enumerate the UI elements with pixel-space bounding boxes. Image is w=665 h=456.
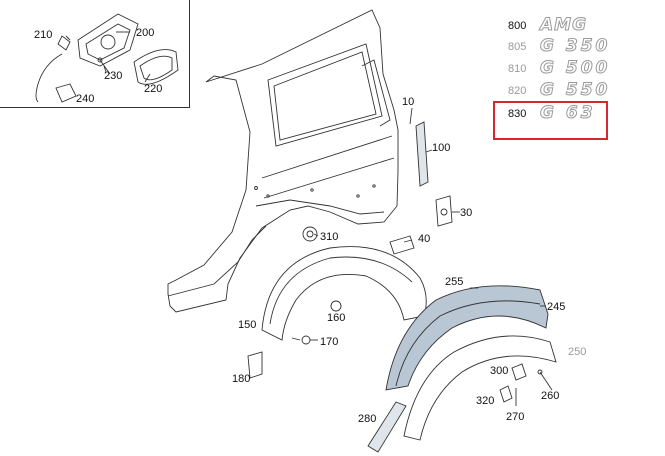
callout-320: 320 bbox=[476, 395, 495, 407]
wheel-arch-liner bbox=[261, 246, 427, 341]
callout-100: 100 bbox=[432, 142, 451, 154]
badge-lettering: AMG bbox=[539, 15, 588, 35]
callout-280: 280 bbox=[358, 413, 377, 425]
fastener-260 bbox=[537, 369, 553, 391]
seal-strip bbox=[415, 121, 429, 187]
badge-number: 805 bbox=[508, 40, 527, 53]
badge-row-805: 805 G 350 bbox=[508, 36, 611, 56]
badge-number: 800 bbox=[508, 19, 527, 32]
badge-row-830: 830 G 63 bbox=[508, 103, 596, 123]
callout-150: 150 bbox=[238, 319, 257, 331]
callout-255: 255 bbox=[445, 276, 464, 288]
callout-40: 40 bbox=[418, 233, 431, 245]
badge-lettering: G 350 bbox=[539, 36, 611, 56]
bracket-180 bbox=[247, 351, 263, 379]
clip-310 bbox=[302, 226, 318, 242]
callout-300: 300 bbox=[490, 365, 509, 377]
callout-220: 220 bbox=[144, 83, 163, 95]
badge-lettering: G 63 bbox=[540, 103, 596, 123]
callout-30: 30 bbox=[460, 207, 473, 219]
fastener-300 bbox=[511, 363, 527, 381]
badge-lettering: G 500 bbox=[539, 58, 611, 78]
callout-210: 210 bbox=[34, 29, 53, 41]
fender-flare-front bbox=[385, 285, 549, 391]
callout-245: 245 bbox=[547, 301, 566, 313]
callout-240: 240 bbox=[76, 93, 95, 105]
callout-170: 170 bbox=[320, 336, 339, 348]
callout-180: 180 bbox=[232, 373, 251, 385]
callout-160: 160 bbox=[327, 312, 346, 324]
filler-screw bbox=[97, 57, 111, 75]
callout-270: 270 bbox=[506, 411, 525, 423]
callout-230: 230 bbox=[104, 70, 123, 82]
bracket-40 bbox=[389, 235, 415, 255]
fender-flare-rear bbox=[403, 335, 557, 441]
callout-310: 310 bbox=[320, 231, 339, 243]
badge-number: 820 bbox=[508, 84, 527, 97]
callout-200: 200 bbox=[136, 27, 155, 39]
callout-260: 260 bbox=[541, 390, 560, 402]
badge-number: 810 bbox=[508, 62, 527, 75]
flare-trim-strip bbox=[367, 401, 407, 453]
fuel-drain-hose bbox=[35, 53, 77, 103]
badge-row-810: 810 G 500 bbox=[508, 58, 611, 78]
fuel-filler-inset bbox=[0, 0, 190, 108]
badge-number: 830 bbox=[508, 107, 527, 120]
rear-quarter-panel bbox=[167, 9, 399, 313]
badge-row-800: 800 AMG bbox=[508, 15, 588, 35]
clip-170 bbox=[301, 335, 318, 345]
highlight-box bbox=[493, 101, 608, 140]
leader-lines bbox=[291, 107, 546, 341]
callout-250: 250 bbox=[568, 346, 587, 358]
fastener-320 bbox=[499, 385, 513, 403]
fuel-door bbox=[133, 49, 179, 85]
badge-lettering: G 550 bbox=[539, 80, 611, 100]
bracket-30 bbox=[435, 195, 453, 227]
callout-10: 10 bbox=[402, 96, 415, 108]
fuel-filler-housing bbox=[57, 13, 139, 67]
badge-row-820: 820 G 550 bbox=[508, 80, 611, 100]
